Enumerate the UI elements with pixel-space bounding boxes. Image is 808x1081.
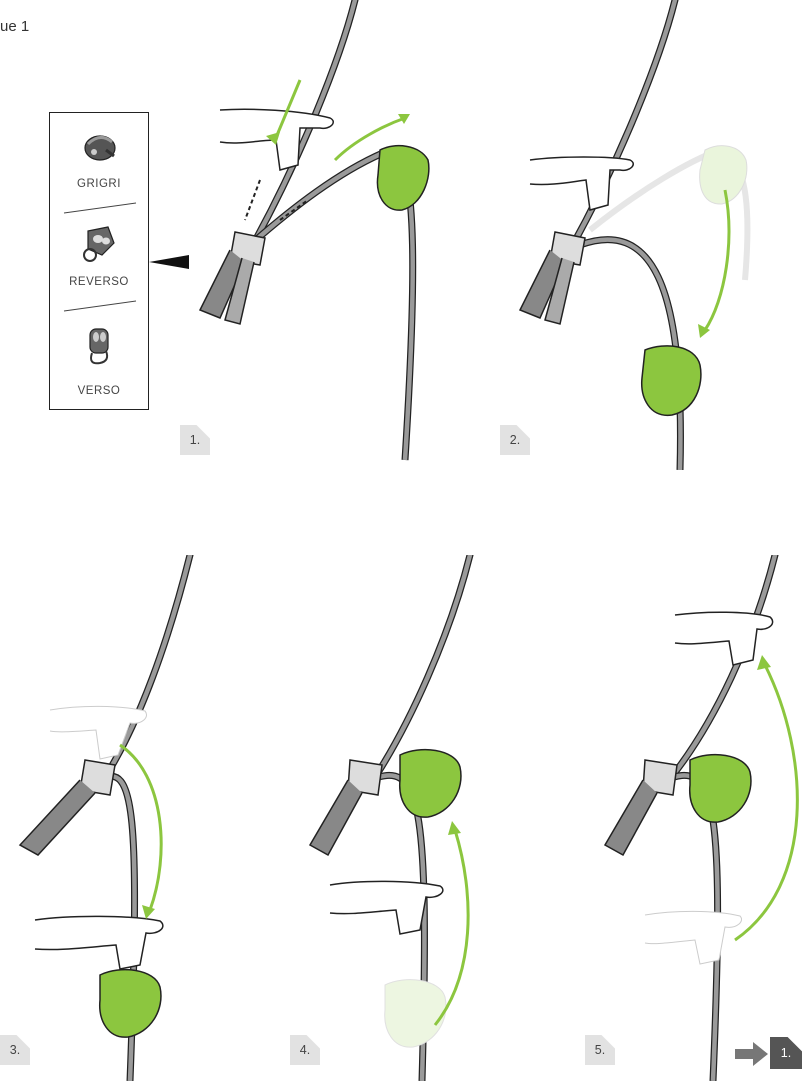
belay-illustration-4 bbox=[290, 555, 510, 1081]
device-legend: GRIGRI REVERSO VERSO bbox=[49, 112, 149, 410]
panel-step-4: 4. bbox=[290, 555, 510, 1081]
divider bbox=[62, 299, 138, 313]
title-fragment: ue 1 bbox=[0, 18, 29, 35]
panel-step-1: 1. bbox=[180, 0, 450, 470]
belay-illustration-2 bbox=[500, 0, 780, 470]
belay-illustration-5 bbox=[585, 555, 808, 1081]
device-label-grigri: GRIGRI bbox=[50, 178, 148, 190]
next-arrow-icon bbox=[735, 1040, 769, 1068]
divider bbox=[62, 201, 138, 215]
belay-illustration-1 bbox=[180, 0, 450, 470]
reverso-device-icon bbox=[78, 221, 122, 263]
grigri-device-icon bbox=[80, 128, 120, 166]
panel-step-5: 5. bbox=[585, 555, 808, 1081]
verso-device-icon bbox=[80, 323, 120, 367]
panel-step-3: 3. bbox=[0, 555, 220, 1081]
belay-illustration-3 bbox=[0, 555, 220, 1081]
device-label-reverso: REVERSO bbox=[50, 276, 148, 288]
panel-step-2: 2. bbox=[500, 0, 780, 470]
device-label-verso: VERSO bbox=[50, 385, 148, 397]
